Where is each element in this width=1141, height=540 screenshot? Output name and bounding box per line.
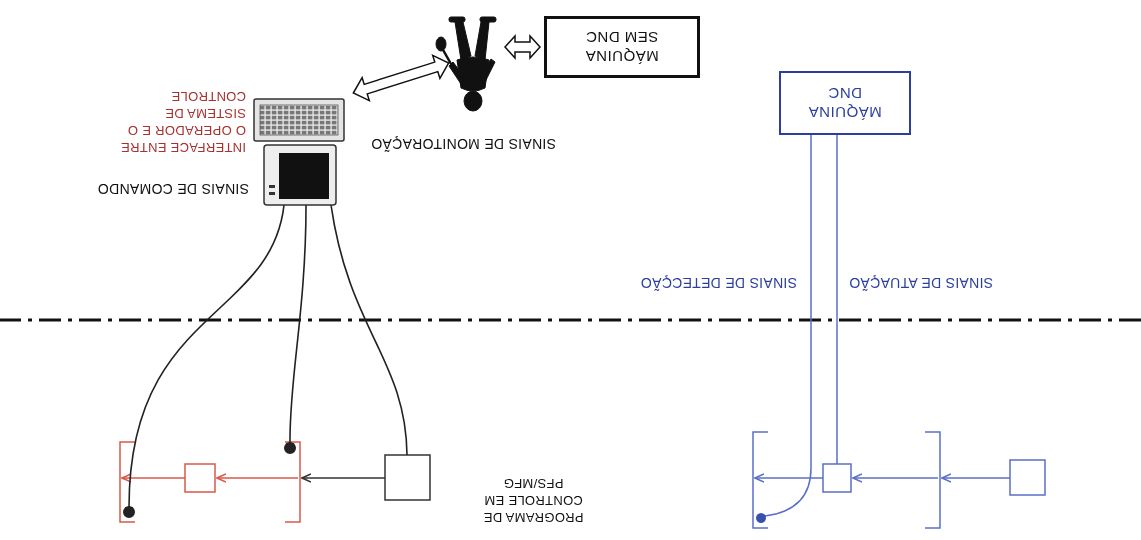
- operator-figure: [436, 17, 496, 111]
- drawing-part: [254, 99, 344, 141]
- gate-dot: [756, 513, 766, 523]
- drawing-part: [475, 22, 489, 60]
- drawing-part: [264, 145, 336, 205]
- computer-icon: [254, 99, 344, 205]
- machine-label: MÁQUINA DNC: [801, 84, 889, 122]
- activity-box: [185, 464, 215, 492]
- drawing-part: [480, 17, 496, 22]
- drawing-part: [464, 91, 482, 111]
- drawing-part: [269, 192, 275, 195]
- command-wire: [290, 205, 306, 443]
- detection-wire: [765, 135, 811, 516]
- flow-arrow: [853, 477, 938, 479]
- monitoring-wire: [331, 205, 407, 455]
- command-wire: [129, 205, 284, 507]
- double-arrow: [350, 52, 453, 105]
- drawing-part: [260, 105, 338, 135]
- signal-label: SINAIS DE COMANDO: [49, 180, 249, 197]
- actuation-wire: [836, 135, 838, 464]
- activity-box: [1010, 460, 1045, 495]
- signal-label: SINAIS DE ATUAÇÃO: [849, 274, 1081, 291]
- boundary-line: [0, 319, 1141, 322]
- drawing-part: [449, 62, 465, 84]
- flow-arrow: [302, 477, 385, 479]
- bracket: [925, 432, 940, 528]
- drawing-part: [436, 37, 446, 51]
- bracket: [753, 432, 768, 528]
- flow-arrow: [122, 477, 185, 479]
- flow-arrow: [942, 477, 1010, 479]
- signal-wires: [129, 205, 407, 507]
- flow-arrow: [755, 477, 823, 479]
- flow-arrow: [217, 477, 298, 479]
- machine-box: MÁQUINA DNC: [779, 71, 911, 135]
- drawing-part: [279, 153, 329, 199]
- drawing-part: [449, 17, 465, 22]
- drawing-part: [455, 22, 471, 60]
- pfs-net-blue: [753, 135, 1045, 528]
- double-arrow: [505, 36, 540, 58]
- drawing-part: [479, 59, 495, 84]
- callout-note: INTERFACE ENTRE O OPERADOR E O SISTEMA D…: [116, 88, 246, 156]
- drawing-part: [350, 52, 453, 105]
- gate-dot: [284, 442, 296, 454]
- signal-label: SINAIS DE DETECÇÃO: [567, 274, 797, 291]
- signal-label: SINAIS DE MONITORAÇÃO: [371, 135, 561, 152]
- bracket: [285, 442, 300, 522]
- activity-box: [823, 464, 851, 492]
- activity-box: [385, 455, 430, 500]
- pfs-net-red: [120, 442, 300, 522]
- drawing-part: [269, 185, 275, 188]
- machine-label: MÁQUINA SEM DNC: [578, 28, 666, 66]
- machine-box: MÁQUINA SEM DNC: [544, 16, 700, 78]
- gate-dot: [123, 506, 135, 518]
- program-title: PROGRAMA DE CONTROLE EM PFS/MFG: [471, 475, 596, 526]
